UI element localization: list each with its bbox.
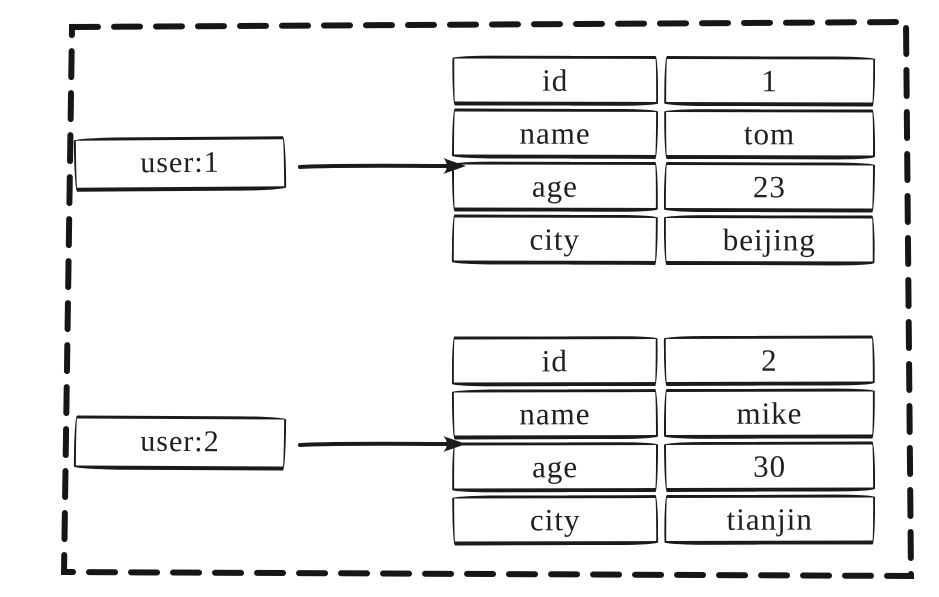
key-label: user:1 bbox=[140, 145, 220, 179]
value-cell: tianjin bbox=[664, 494, 876, 545]
hash-table-user2: id 2 name mike age 30 city tianjin bbox=[451, 335, 876, 546]
value-cell: 30 bbox=[664, 441, 876, 492]
value-cell: beijing bbox=[663, 215, 875, 266]
value-cell: 1 bbox=[664, 56, 876, 107]
field-cell: city bbox=[452, 495, 659, 546]
arrow-right-icon bbox=[298, 158, 466, 174]
field-cell: name bbox=[451, 389, 658, 440]
hash-table-user1: id 1 name tom age 23 city beijing bbox=[451, 55, 876, 266]
key-box-user2: user:2 bbox=[73, 415, 287, 471]
field-cell: name bbox=[452, 108, 659, 159]
value-cell: tom bbox=[664, 109, 876, 160]
value-cell: mike bbox=[663, 388, 875, 439]
field-cell: id bbox=[451, 336, 658, 387]
field-cell: city bbox=[451, 214, 658, 265]
value-cell: 23 bbox=[663, 162, 875, 213]
field-cell: age bbox=[452, 442, 659, 493]
key-box-user1: user:1 bbox=[73, 136, 287, 192]
arrow-right-icon bbox=[298, 436, 466, 452]
key-label: user:2 bbox=[140, 424, 220, 458]
field-cell: age bbox=[451, 161, 658, 212]
value-cell: 2 bbox=[663, 335, 875, 386]
field-cell: id bbox=[452, 55, 659, 106]
